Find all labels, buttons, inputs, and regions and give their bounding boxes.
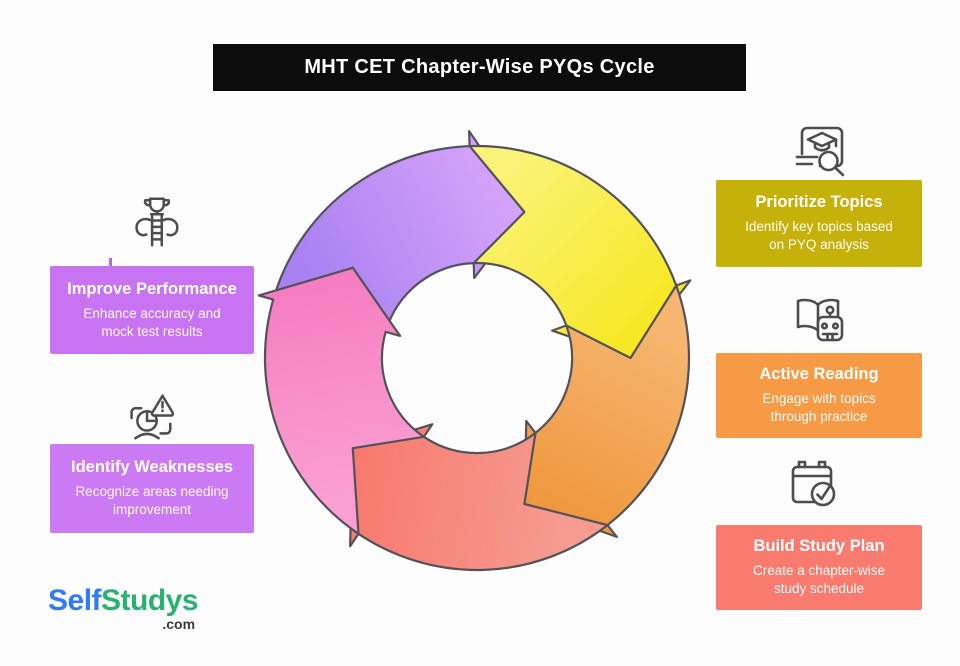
card-title: Prioritize Topics [755, 193, 883, 212]
face-alert-icon [130, 394, 175, 440]
book-robot-icon [796, 298, 844, 342]
card-description: Engage with topics through practice [762, 391, 876, 424]
page-title: MHT CET Chapter-Wise PYQs Cycle [304, 56, 655, 78]
card-active-reading: Active Reading Engage with topics throug… [716, 353, 922, 438]
logo-self: Self [48, 584, 102, 617]
title-bar: MHT CET Chapter-Wise PYQs Cycle [213, 44, 746, 91]
card-title: Active Reading [759, 365, 879, 384]
ladder-trophy-cloud-icon [135, 197, 179, 247]
card-description: Enhance accuracy and mock test results [83, 305, 221, 339]
logo-studys: Studys [101, 584, 199, 617]
graduation-cap-search-icon [795, 126, 845, 177]
card-description: Identify key topics based on PYQ analysi… [745, 219, 893, 252]
card-title: Build Study Plan [753, 537, 885, 556]
card-identify-weaknesses: Identify Weaknesses Recognize areas need… [50, 444, 254, 533]
cycle-diagram [257, 130, 692, 572]
selfstudys-logo: SelfStudys .com [48, 584, 199, 632]
card-description: Create a chapter-wise study schedule [752, 563, 886, 596]
calendar-check-icon [791, 460, 836, 507]
card-improve-performance: Improve Performance Enhance accuracy and… [50, 266, 254, 354]
cycle-arrow-pink [257, 266, 425, 535]
card-title: Identify Weaknesses [70, 458, 234, 477]
logo-tld: .com [162, 616, 196, 632]
card-description: Recognize areas needing improvement [75, 484, 229, 517]
card-build-study-plan: Build Study Plan Create a chapter-wise s… [716, 525, 922, 610]
card-title: Improve Performance [67, 279, 237, 298]
card-prioritize-topics: Prioritize Topics Identify key topics ba… [716, 180, 922, 267]
connector-stub [109, 258, 112, 267]
